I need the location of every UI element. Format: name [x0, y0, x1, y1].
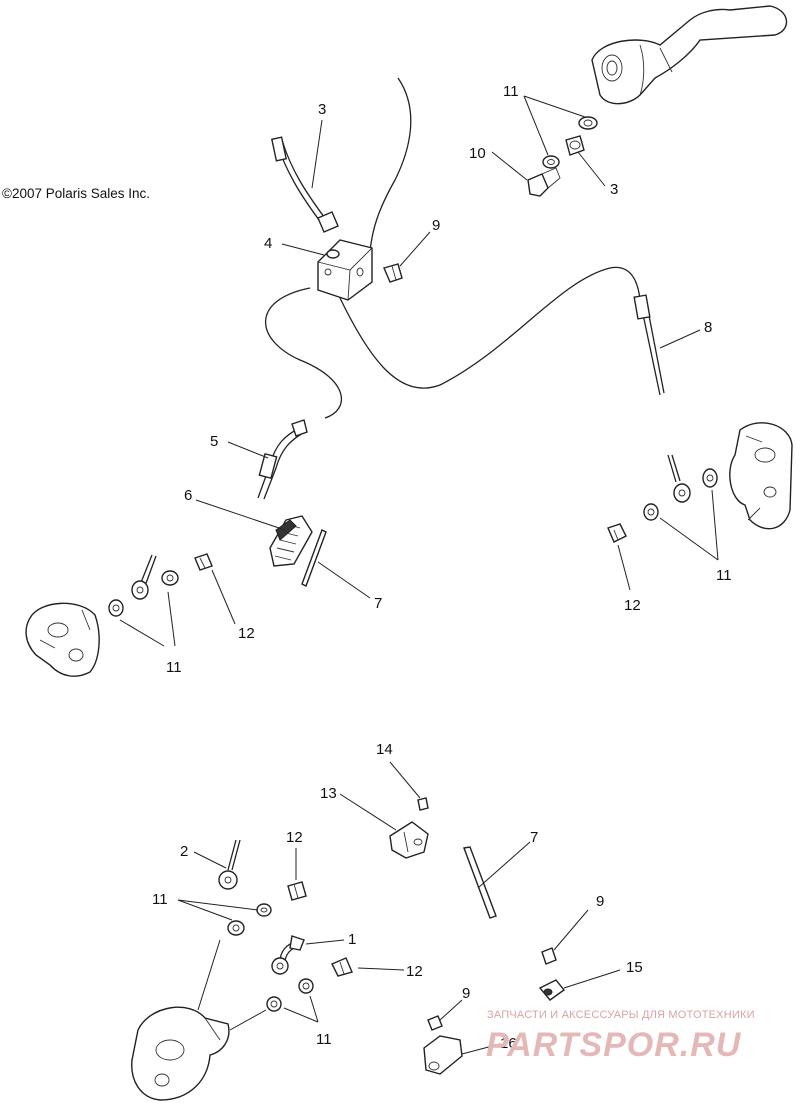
- retaining-pin-7a: [301, 529, 327, 587]
- washer-right-b: [643, 503, 659, 521]
- banjo-bolt-12c: [287, 881, 307, 901]
- callout-14: 14: [376, 741, 393, 758]
- callout-12: 12: [286, 829, 303, 846]
- caliper-right: [729, 422, 793, 530]
- callout-15: 15: [626, 959, 643, 976]
- brake-hose-3: [270, 136, 339, 233]
- bracket-13: [389, 821, 429, 859]
- watermark-caption: ЗАПЧАСТИ И АКСЕССУАРЫ ДЛЯ МОТОТЕХНИКИ: [487, 1009, 755, 1021]
- callout-9: 9: [432, 217, 440, 234]
- callout-labels: 3 11 10 3 4 9 8 5 6 7 12 11 12 11 14 13 …: [152, 83, 732, 1052]
- callout-6: 6: [184, 487, 192, 504]
- banjo-bolt-12d: [331, 957, 353, 977]
- washer-left-b: [108, 599, 124, 617]
- leader-lines: [119, 95, 719, 1055]
- distribution-block-4: [317, 239, 373, 301]
- callout-1: 1: [348, 931, 356, 948]
- banjo-fitting-3a: [565, 135, 585, 156]
- callout-11: 11: [316, 1031, 332, 1048]
- banjo-fitting-left: [131, 554, 157, 600]
- washer-right-a: [702, 468, 718, 488]
- callout-16: 16: [500, 1035, 517, 1052]
- brake-line-right: [339, 266, 641, 389]
- watermark-logo: PARTSPOR.RU: [486, 1026, 742, 1064]
- washer-11a: [578, 116, 598, 130]
- callout-11: 11: [152, 891, 168, 908]
- washer-left-a: [161, 570, 179, 586]
- callout-9: 9: [462, 985, 470, 1002]
- banjo-bolt-10: [527, 167, 561, 197]
- bolt-9b: [541, 947, 557, 965]
- callout-7: 7: [374, 595, 382, 612]
- callout-11: 11: [503, 83, 519, 100]
- bolt-9a: [383, 263, 403, 283]
- washer-rear-c: [298, 978, 314, 994]
- callout-12: 12: [238, 625, 255, 642]
- washer-rear-d: [266, 996, 282, 1012]
- caliper-rear: [131, 1006, 230, 1101]
- banjo-bolt-left: [194, 553, 213, 571]
- callout-5: 5: [210, 433, 218, 450]
- callout-12: 12: [406, 963, 423, 980]
- banjo-fitting-right: [667, 454, 691, 503]
- retaining-pin-7b: [463, 846, 497, 919]
- callout-2: 2: [180, 843, 188, 860]
- clamp-16: [423, 1035, 463, 1075]
- banjo-bolt-right: [607, 523, 627, 543]
- brake-line-2: [218, 839, 241, 890]
- clamp-15: [538, 979, 566, 1001]
- brake-line-left: [265, 287, 342, 419]
- callout-11: 11: [716, 567, 732, 584]
- callout-10: 10: [469, 145, 486, 162]
- washer-11b: [542, 155, 560, 169]
- callout-8: 8: [704, 319, 712, 336]
- callout-4: 4: [264, 235, 272, 252]
- brake-hose-8: [633, 294, 665, 396]
- bolt-9c: [427, 1015, 443, 1031]
- copyright-notice: ©2007 Polaris Sales Inc.: [2, 186, 150, 201]
- callout-11: 11: [166, 659, 182, 676]
- callout-9: 9: [596, 893, 604, 910]
- master-cylinder: [591, 5, 788, 105]
- callout-7: 7: [530, 829, 538, 846]
- watermark: ЗАПЧАСТИ И АКСЕССУАРЫ ДЛЯ МОТОТЕХНИКИ PA…: [486, 1009, 755, 1064]
- brake-line-upper: [369, 77, 412, 253]
- bolt-14: [417, 797, 429, 811]
- washer-rear-a: [256, 903, 272, 917]
- brake-hose-5: [257, 419, 308, 500]
- callout-12: 12: [624, 597, 641, 614]
- brake-line-1: [271, 935, 305, 975]
- callout-3: 3: [318, 101, 326, 118]
- callout-3: 3: [610, 181, 618, 198]
- callout-13: 13: [320, 785, 337, 802]
- spring-6: [269, 515, 313, 567]
- washer-rear-b: [227, 920, 245, 936]
- caliper-left: [25, 602, 100, 677]
